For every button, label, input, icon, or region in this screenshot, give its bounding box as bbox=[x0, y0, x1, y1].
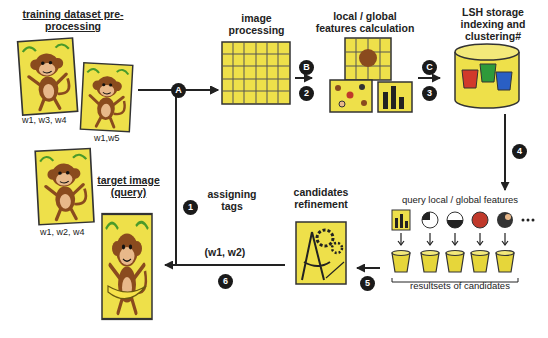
callout-number: 3 bbox=[422, 86, 437, 101]
query-image bbox=[102, 214, 152, 319]
image-grid bbox=[222, 42, 290, 104]
callout-number: 4 bbox=[512, 144, 527, 159]
image-tags: w1, w3, w4 bbox=[22, 115, 67, 125]
callout-number: A bbox=[171, 83, 186, 98]
edge-label: (w1, w2) bbox=[205, 246, 246, 258]
query-features-row bbox=[392, 210, 535, 282]
flow-arrow bbox=[418, 77, 440, 79]
callout-number: C bbox=[422, 60, 437, 75]
flow-arrow bbox=[165, 264, 285, 266]
process-step: query local / global features resultsets … bbox=[380, 190, 540, 305]
step-heading: target image (query) bbox=[92, 174, 165, 198]
callout-number: 1 bbox=[183, 200, 198, 215]
process-step: candidates refinement bbox=[285, 180, 357, 290]
process-step: local / global features calculation bbox=[312, 6, 418, 114]
step-heading: query local / global features bbox=[380, 194, 540, 205]
process-step: LSH storage indexing and clustering# bbox=[440, 4, 546, 114]
flow-arrow bbox=[165, 90, 218, 265]
step-heading: LSH storage indexing and clustering# bbox=[440, 6, 546, 42]
process-step: image processing bbox=[218, 8, 295, 108]
step-heading: training dataset pre-processing bbox=[18, 8, 128, 32]
callout-number: 5 bbox=[360, 276, 375, 291]
flow-arrow bbox=[357, 267, 380, 269]
callout-number: B bbox=[299, 60, 314, 75]
step-heading: local / global features calculation bbox=[312, 10, 418, 34]
refinement-tools bbox=[296, 222, 346, 284]
feature-images bbox=[330, 38, 412, 112]
lsh-storage-cylinder bbox=[455, 44, 519, 108]
callout-number: 2 bbox=[299, 86, 314, 101]
image-tags: w1,w5 bbox=[94, 133, 120, 143]
callout-number: 6 bbox=[218, 274, 233, 289]
image-tags: w1, w2, w4 bbox=[40, 227, 85, 237]
step-caption: resultsets of candidates bbox=[380, 280, 540, 291]
process-step: target image (query) bbox=[92, 172, 165, 324]
step-heading: candidates refinement bbox=[285, 186, 357, 210]
step-note: assigning tags bbox=[200, 188, 264, 212]
flow-arrow bbox=[295, 77, 312, 79]
step-heading: image processing bbox=[218, 12, 295, 36]
flow-arrow bbox=[504, 114, 506, 190]
